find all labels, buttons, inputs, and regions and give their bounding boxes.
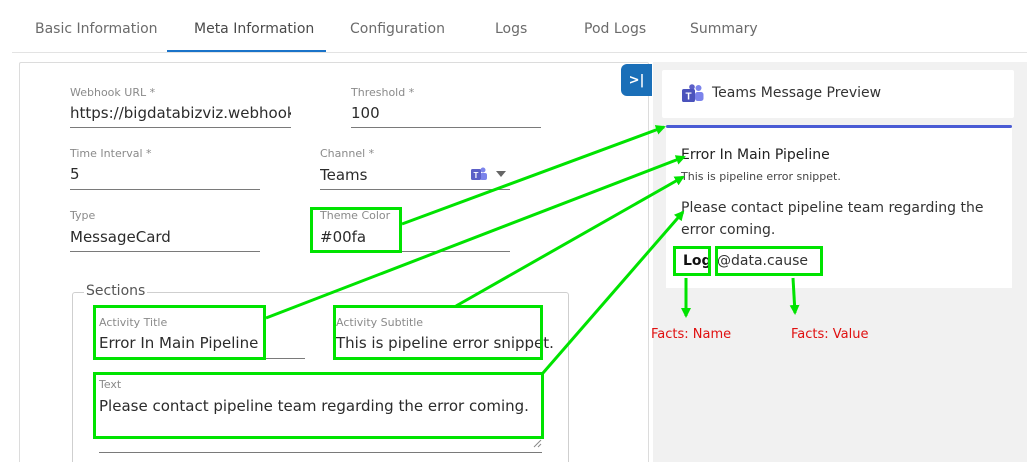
- text-underline: [99, 452, 542, 453]
- type-label: Type: [70, 209, 96, 222]
- text-field[interactable]: Text Please contact pipeline team regard…: [99, 378, 542, 452]
- webhook-url-underline: [70, 127, 291, 128]
- tab-basic-information[interactable]: Basic Information: [35, 21, 158, 37]
- card-theme-bar: [666, 125, 1012, 128]
- highlight-theme-color: [310, 207, 402, 253]
- teams-logo-icon: T: [682, 84, 704, 103]
- collapse-preview-button[interactable]: >|: [621, 64, 652, 96]
- time-interval-input[interactable]: 5: [70, 165, 80, 183]
- tab-pod-logs[interactable]: Pod Logs: [584, 21, 647, 37]
- teams-icon: T: [471, 167, 487, 180]
- card-text: Please contact pipeline team regarding t…: [681, 200, 984, 238]
- card-fact-value: @data.cause: [717, 253, 809, 269]
- text-label: Text: [99, 378, 122, 391]
- threshold-underline: [351, 127, 541, 128]
- type-field[interactable]: Type MessageCard: [70, 209, 260, 252]
- preview-title: Teams Message Preview: [712, 85, 882, 101]
- text-textarea[interactable]: Please contact pipeline team regarding t…: [99, 397, 529, 415]
- activity-title-label: Activity Title: [99, 316, 168, 329]
- highlight-fact-name: [673, 246, 711, 276]
- card-subtitle: This is pipeline error snippet.: [681, 170, 841, 183]
- card-fact-name: Log: [683, 253, 712, 269]
- resize-handle-icon[interactable]: [532, 438, 542, 448]
- tab-bar: Basic Information Meta Information Confi…: [12, 0, 1027, 53]
- time-interval-label: Time Interval *: [70, 147, 152, 160]
- sections-legend: Sections: [84, 283, 148, 299]
- annotation-facts-name: Facts: Name: [651, 327, 732, 342]
- time-interval-field[interactable]: Time Interval * 5: [70, 147, 260, 190]
- type-underline: [70, 251, 260, 252]
- channel-underline: [320, 189, 510, 190]
- annotation-facts-value: Facts: Value: [791, 327, 869, 342]
- highlight-text: [93, 372, 544, 439]
- card-title: Error In Main Pipeline: [681, 147, 830, 163]
- active-tab-indicator: [167, 50, 326, 52]
- threshold-label: Threshold *: [351, 86, 415, 99]
- preview-header: [662, 70, 1014, 118]
- svg-text:T: T: [685, 92, 691, 103]
- collapse-panel-icon: >|: [628, 72, 645, 88]
- tab-logs[interactable]: Logs: [495, 21, 528, 37]
- highlight-fact-value: [715, 246, 823, 276]
- activity-subtitle-input[interactable]: This is pipeline error snippet.: [336, 334, 554, 352]
- time-interval-underline: [70, 189, 260, 190]
- threshold-field[interactable]: Threshold * 100: [351, 86, 541, 129]
- threshold-input[interactable]: 100: [351, 104, 380, 122]
- highlight-activity-title: [93, 305, 266, 360]
- channel-select[interactable]: Channel * Teams T: [320, 147, 510, 190]
- svg-text:T: T: [474, 171, 479, 180]
- tab-meta-information[interactable]: Meta Information: [194, 21, 315, 37]
- activity-title-input[interactable]: Error In Main Pipeline: [99, 334, 259, 352]
- tab-summary[interactable]: Summary: [690, 21, 758, 37]
- webhook-url-input[interactable]: https://bigdatabizviz.webhook.off: [70, 104, 291, 122]
- highlight-activity-subtitle: [333, 305, 543, 360]
- chevron-down-icon[interactable]: [496, 171, 506, 177]
- message-card: [666, 128, 1012, 288]
- type-input[interactable]: MessageCard: [70, 228, 171, 246]
- channel-label: Channel *: [320, 147, 375, 160]
- channel-selected-value[interactable]: Teams: [320, 166, 368, 184]
- webhook-url-field[interactable]: Webhook URL * https://bigdatabizviz.webh…: [70, 86, 291, 129]
- tab-configuration[interactable]: Configuration: [350, 21, 445, 37]
- webhook-url-label: Webhook URL *: [70, 86, 156, 99]
